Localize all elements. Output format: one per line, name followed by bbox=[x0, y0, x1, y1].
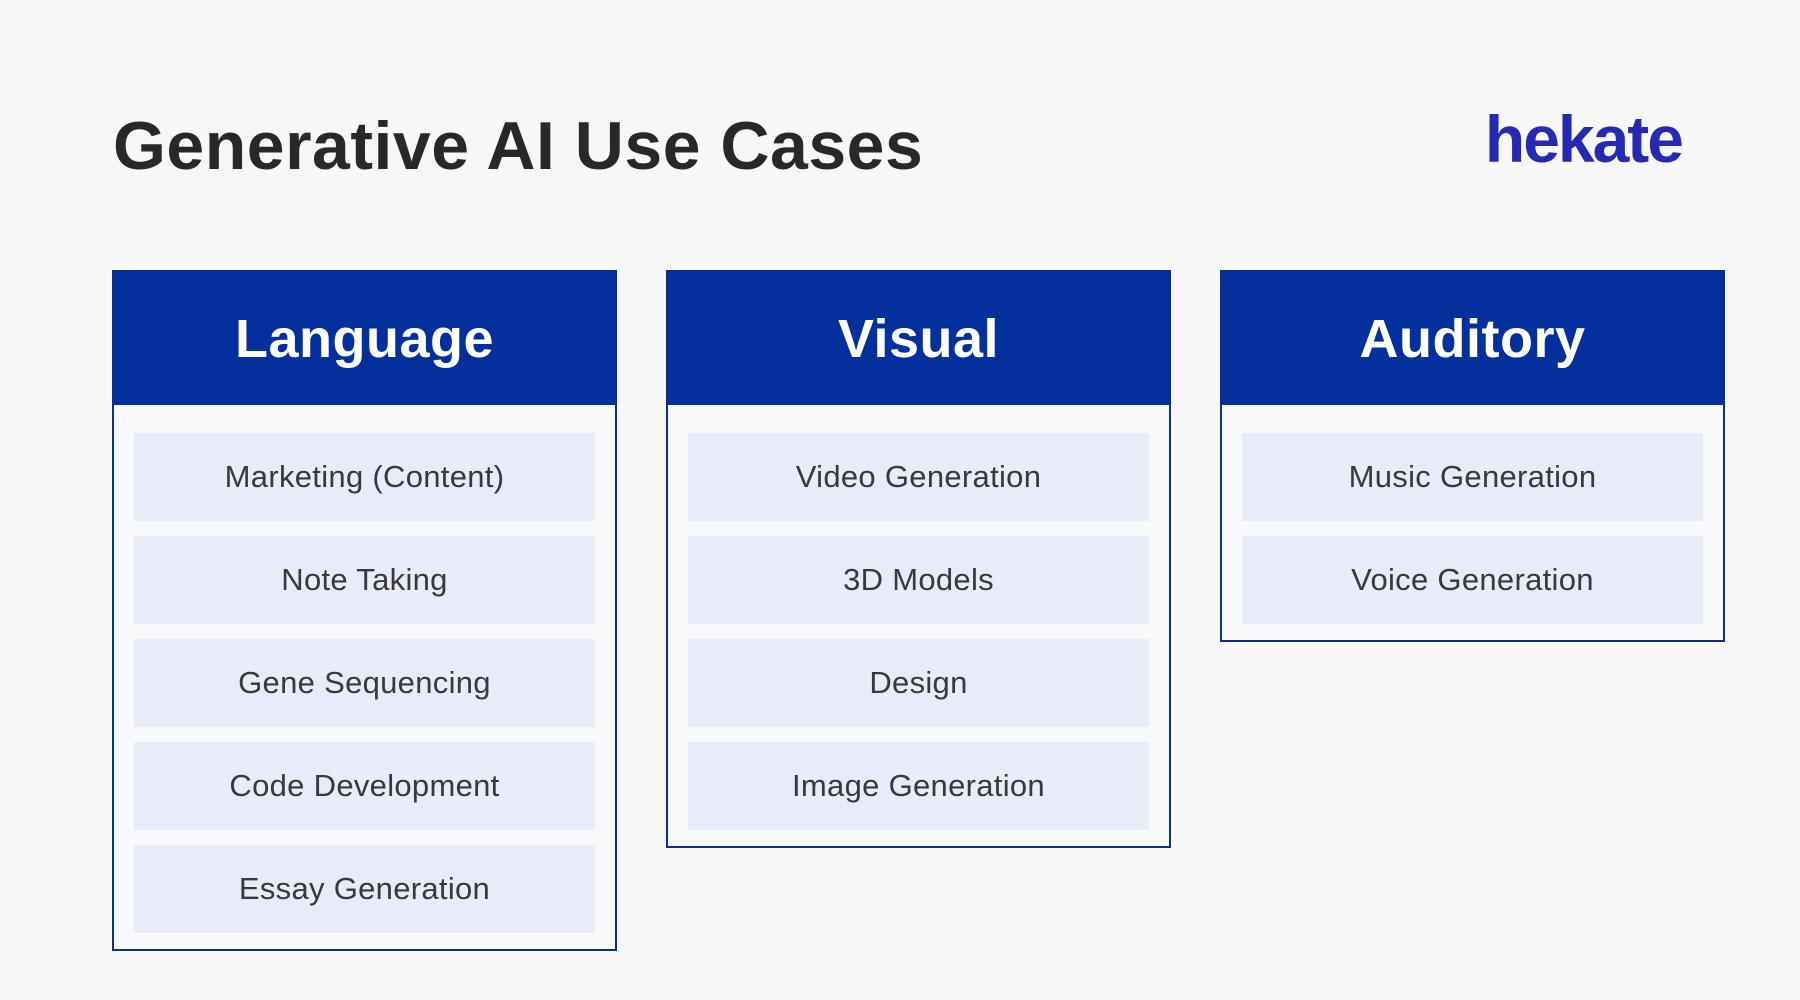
column-header-language: Language bbox=[114, 272, 615, 405]
use-case-item: 3D Models bbox=[688, 536, 1149, 624]
use-case-item: Essay Generation bbox=[134, 845, 595, 933]
use-case-item: Code Development bbox=[134, 742, 595, 830]
use-case-item: Marketing (Content) bbox=[134, 433, 595, 521]
use-case-item: Note Taking bbox=[134, 536, 595, 624]
column-title: Language bbox=[234, 308, 495, 369]
use-case-item: Gene Sequencing bbox=[134, 639, 595, 727]
use-case-item: Design bbox=[688, 639, 1149, 727]
use-case-item: Image Generation bbox=[688, 742, 1149, 830]
use-case-item: Music Generation bbox=[1242, 433, 1703, 521]
column-header-auditory: Auditory bbox=[1222, 272, 1723, 405]
use-case-item: Video Generation bbox=[688, 433, 1149, 521]
column-header-visual: Visual bbox=[668, 272, 1169, 405]
page-title: Generative AI Use Cases bbox=[113, 108, 924, 184]
column-title: Visual bbox=[837, 308, 1000, 369]
column-title: Auditory bbox=[1359, 308, 1586, 369]
use-case-item: Voice Generation bbox=[1242, 536, 1703, 624]
hekate-logo: hekate bbox=[1484, 102, 1684, 176]
